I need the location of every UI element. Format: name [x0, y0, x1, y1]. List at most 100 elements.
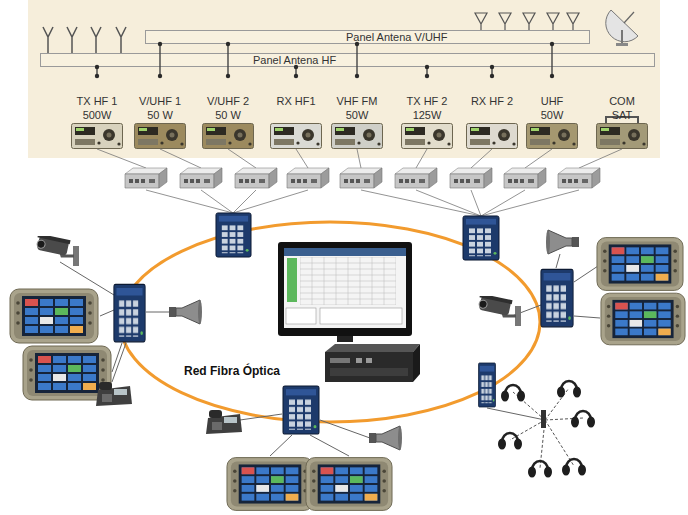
radio-device — [467, 124, 518, 149]
junction-dot — [95, 74, 99, 78]
antenna-feed-line — [227, 44, 228, 76]
junction-dot — [425, 74, 429, 78]
network-switch — [114, 284, 145, 342]
network-cable — [100, 310, 114, 316]
server-unit — [330, 358, 350, 363]
junction-dot — [355, 42, 359, 46]
network-label: Red Fibra Óptica — [184, 364, 280, 378]
satellite-dish — [616, 43, 628, 46]
network-switch — [541, 269, 573, 327]
radio-label: TX HF 2 125W — [405, 94, 450, 122]
operator-console — [601, 293, 685, 345]
server-unit — [325, 344, 420, 382]
antenna-panel-band: Panel Antena V/UHF — [145, 30, 590, 44]
radio-unit: V/UHF 2 50 W — [198, 76, 258, 150]
network-cable — [487, 408, 545, 420]
antenna-feed-line — [490, 65, 494, 78]
junction-dot — [355, 74, 359, 78]
radio-label: RX HF 2 — [470, 94, 515, 108]
device-link-line — [416, 149, 427, 168]
central-monitor — [278, 242, 412, 342]
radio-label-holder: V/UHF 1 50 W — [130, 94, 190, 122]
junction-dot — [294, 74, 298, 78]
junction-dot — [550, 42, 554, 46]
operator-console — [10, 289, 98, 343]
loudspeaker — [369, 426, 402, 450]
radio-gateway — [125, 168, 600, 188]
radio-unit: RX HF1 — [266, 76, 326, 150]
radio-label: V/UHF 2 50 W — [206, 94, 251, 122]
operator-console — [227, 458, 313, 511]
radio-label: UHF 50W — [530, 94, 575, 122]
server-unit — [366, 358, 372, 363]
loudspeaker — [546, 230, 579, 254]
network-cable — [146, 312, 170, 313]
junction-dot — [490, 65, 494, 69]
device-link-line — [416, 190, 481, 216]
network-cable — [60, 254, 600, 456]
central-monitor — [286, 308, 316, 324]
network-cable — [112, 343, 126, 382]
operator-console — [10, 238, 685, 511]
radio-device — [527, 124, 578, 149]
junction-dot — [425, 65, 429, 69]
device-link-line — [233, 190, 308, 213]
satellite-dish — [621, 30, 623, 44]
network-cable — [270, 435, 292, 456]
hf-antenna-symbol — [116, 27, 126, 53]
device-link-line — [481, 190, 525, 216]
radio-gateway — [235, 168, 277, 188]
device-link-line — [525, 149, 552, 168]
network-switch — [216, 213, 251, 257]
network-switch — [114, 213, 573, 434]
headset — [498, 381, 595, 478]
device-link-line — [296, 149, 308, 168]
loudspeaker — [546, 230, 579, 254]
junction-dot — [294, 65, 298, 69]
server-unit — [330, 368, 408, 376]
network-switch — [478, 363, 495, 407]
antenna-feed-line — [159, 44, 160, 76]
antenna-feed-line — [294, 65, 298, 78]
equipment-panel — [28, 0, 660, 158]
radio-gateway — [340, 168, 382, 188]
radio-label-holder: RX HF1 — [266, 94, 326, 108]
satellite-dish — [624, 12, 634, 23]
junction-dot — [95, 65, 99, 69]
central-monitor — [278, 242, 412, 336]
radio-device — [72, 117, 648, 149]
radio-device — [271, 124, 322, 149]
central-monitor — [320, 308, 402, 324]
radio-gateway — [504, 168, 546, 188]
antenna-feed-line — [551, 44, 552, 76]
radio-gateway — [558, 168, 600, 188]
central-monitor — [284, 248, 406, 256]
radio-label-holder: VHF FM 50W — [327, 94, 387, 122]
security-camera — [477, 293, 521, 326]
central-monitor — [284, 248, 406, 328]
headset — [562, 459, 586, 476]
headset — [498, 433, 522, 450]
network-cable — [556, 254, 560, 268]
headset — [571, 411, 595, 428]
server-unit — [413, 344, 420, 382]
vuhf-antenna-symbol — [547, 13, 559, 30]
vuhf-antenna-symbol — [523, 13, 535, 30]
central-monitor — [337, 336, 353, 342]
network-cable — [574, 266, 598, 282]
loudspeaker — [169, 300, 202, 324]
junction-dot — [490, 74, 494, 78]
headset — [528, 461, 552, 478]
radio-device — [72, 124, 123, 149]
radio-label: COM SAT — [600, 94, 645, 122]
antenna-panel-band: Panel Antena HF — [40, 53, 655, 67]
device-link-line — [146, 190, 233, 213]
central-monitor — [287, 258, 297, 302]
radio-device — [135, 124, 186, 149]
device-link-line — [97, 149, 146, 168]
radio-label: V/UHF 1 50 W — [138, 94, 183, 122]
server-unit — [325, 352, 413, 382]
radio-label-holder: COM SAT — [592, 94, 652, 122]
